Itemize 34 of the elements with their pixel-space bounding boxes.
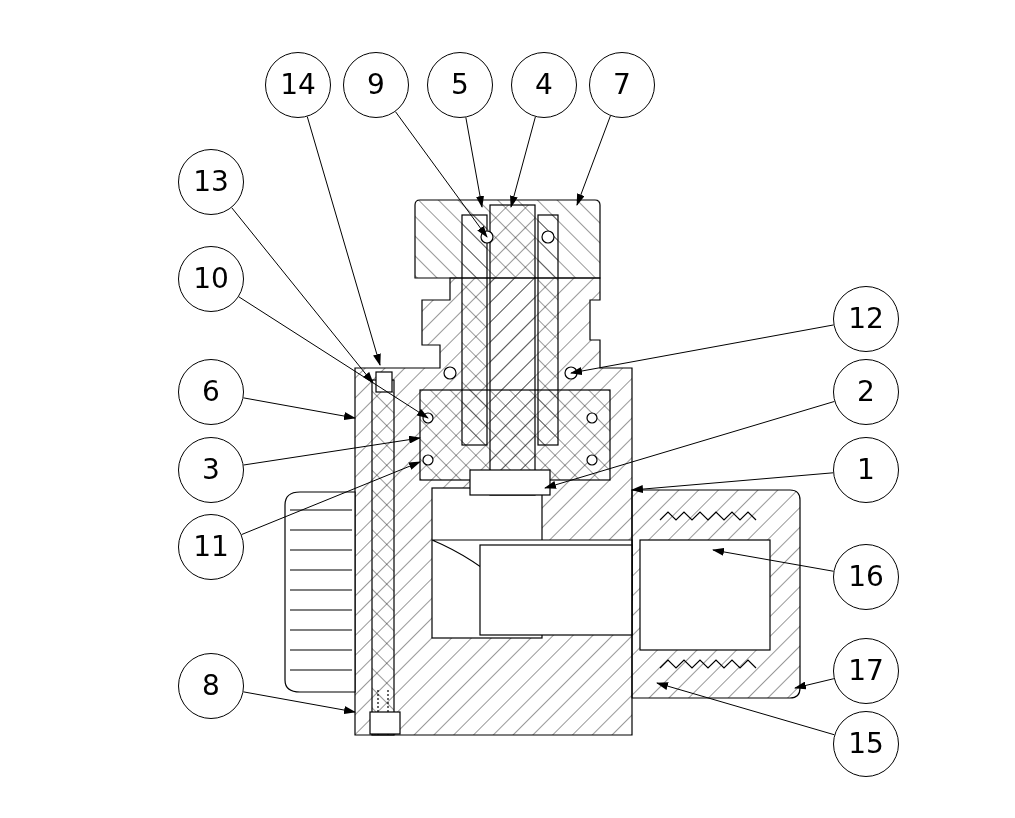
leader-line [306,116,381,366]
leader-line [242,397,356,420]
callout-number: 13 [178,149,244,215]
callout-number: 3 [178,437,244,503]
callout-number: 9 [343,52,409,118]
callout-number: 10 [178,246,244,312]
callout-number: 1 [833,437,899,503]
leader-line [576,115,611,206]
callout-number: 2 [833,359,899,425]
leader-line [794,678,835,690]
leader-line [510,116,536,208]
leader-line [242,691,356,714]
callout-number: 4 [511,52,577,118]
leader-line [570,324,835,375]
callout-number: 15 [833,711,899,777]
leader-line [394,111,488,238]
leader-line [631,472,834,494]
leader-line [465,117,484,208]
callout-number: 7 [589,52,655,118]
callout-number: 5 [427,52,493,118]
callout-number: 12 [833,286,899,352]
leader-line [238,296,429,419]
leader-line [231,207,374,384]
leader-line [544,400,835,489]
leader-line [243,435,421,466]
callout-number: 17 [833,638,899,704]
leader-line [712,547,834,572]
callout-number: 8 [178,653,244,719]
leader-line [241,461,421,536]
callout-number: 16 [833,544,899,610]
leader-line [656,682,835,736]
callout-number: 14 [265,52,331,118]
callout-number: 6 [178,359,244,425]
callout-number: 11 [178,514,244,580]
